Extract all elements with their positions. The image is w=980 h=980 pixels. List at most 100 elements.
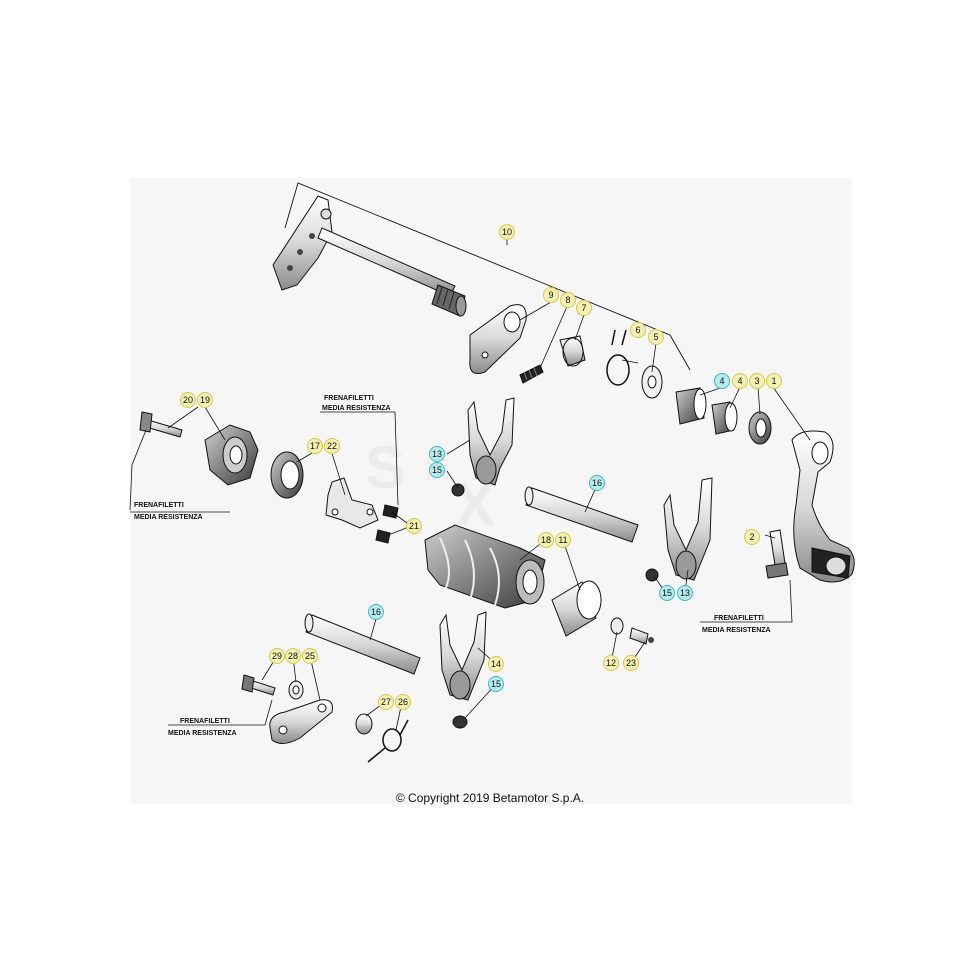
callout-label: 3 [754,376,759,386]
diagram-background [130,178,852,804]
callout-1: 1 [766,373,782,389]
detent-plate-part [325,477,379,529]
callout-11: 11 [555,532,571,548]
shift-fork-part [451,397,515,497]
callout-4: 4 [732,373,748,389]
callout-label: 16 [371,607,381,617]
callout-label: 12 [606,658,616,668]
note-leaders [129,411,793,726]
callout-label: 9 [548,290,553,300]
detent-roller-part [355,713,373,735]
callout-label: 4 [737,376,742,386]
callout-7: 7 [576,300,592,316]
callout-15: 15 [659,585,675,601]
svg-text:MEDIA RESISTENZA: MEDIA RESISTENZA [322,405,391,412]
neutral-switch-pin-part [629,627,654,645]
callout-label: 15 [432,465,442,475]
lever-bolt-part [765,529,789,579]
callout-label: 23 [626,658,636,668]
group-bracket [284,182,691,371]
threadlock-note: FRENAFILETTI MEDIA RESISTENZA [322,395,391,412]
callout-8: 8 [560,292,576,308]
callout-23: 23 [623,655,639,671]
callout-label: 16 [592,478,602,488]
callout-14: 14 [488,656,504,672]
shift-drum-part [424,524,546,609]
threadlock-note: FRENAFILETTI MEDIA RESISTENZA [134,502,203,521]
copyright-text: © Copyright 2019 Betamotor S.p.A. [395,791,585,805]
callout-10: 10 [499,224,515,240]
callout-label: 13 [680,588,690,598]
shift-fork-part [645,477,713,582]
callout-17: 17 [307,438,323,454]
callout-label: 14 [491,659,501,669]
detent-spring-part [367,719,409,763]
callout-label: 7 [581,303,586,313]
plate-screw-part [375,504,399,544]
threadlock-note: FRENAFILETTI MEDIA RESISTENZA [168,718,237,737]
callout-21: 21 [406,518,422,534]
callout-label: 27 [381,697,391,707]
watermark-logo: S X [365,434,495,538]
callout-2: 2 [744,529,760,545]
callout-label: 26 [398,697,408,707]
svg-text:FRENAFILETTI: FRENAFILETTI [714,615,764,622]
svg-text:MEDIA RESISTENZA: MEDIA RESISTENZA [134,514,203,521]
callout-3: 3 [749,373,765,389]
callout-label: 17 [310,441,320,451]
shift-fork-part [439,611,487,729]
detent-washer-part [288,680,304,700]
detent-lever-part [269,699,333,744]
callout-label: 25 [305,651,315,661]
svg-text:S: S [365,434,405,501]
fork-shaft-part [524,486,639,543]
callout-4: 4 [714,373,730,389]
callout-22: 22 [324,438,340,454]
washer-part [641,365,663,399]
fork-shaft-part [304,613,421,675]
callout-13: 13 [677,585,693,601]
callout-label: 18 [541,535,551,545]
callout-label: 22 [327,441,337,451]
callout-label: 10 [502,227,512,237]
callout-label: 15 [491,679,501,689]
callout-label: 4 [719,376,724,386]
callout-label: 20 [183,395,193,405]
callout-label: 19 [200,395,210,405]
callout-label: 5 [653,332,658,342]
drum-bearing-part [551,580,602,637]
spring-part [519,364,544,384]
left-bolt-part [139,411,183,438]
svg-text:MEDIA RESISTENZA: MEDIA RESISTENZA [168,730,237,737]
callout-18: 18 [538,532,554,548]
callout-label: 13 [432,449,442,459]
small-washer-part [610,617,624,635]
svg-text:FRENAFILETTI: FRENAFILETTI [180,718,230,725]
callout-20: 20 [180,392,196,408]
callout-label: 11 [558,535,567,545]
callout-12: 12 [603,655,619,671]
svg-text:MEDIA RESISTENZA: MEDIA RESISTENZA [702,627,771,634]
bush-part [559,335,586,367]
callout-5: 5 [648,329,664,345]
selector-plate-part [469,304,527,374]
shift-lever-part [791,430,855,583]
callout-27: 27 [378,694,394,710]
svg-text:FRENAFILETTI: FRENAFILETTI [134,502,184,509]
bearing-part [675,387,772,445]
callout-label: 8 [565,295,570,305]
star-wheel-part [204,424,259,486]
callout-9: 9 [543,287,559,303]
callout-16: 16 [368,604,384,620]
callout-13: 13 [429,446,445,462]
spring-clip-part [606,329,630,386]
callout-26: 26 [395,694,411,710]
callout-28: 28 [285,648,301,664]
callout-label: 15 [662,588,672,598]
callout-label: 1 [771,376,776,386]
detent-bolt-part [241,674,276,696]
callout-15: 15 [488,676,504,692]
shift-shaft-part [272,195,467,317]
